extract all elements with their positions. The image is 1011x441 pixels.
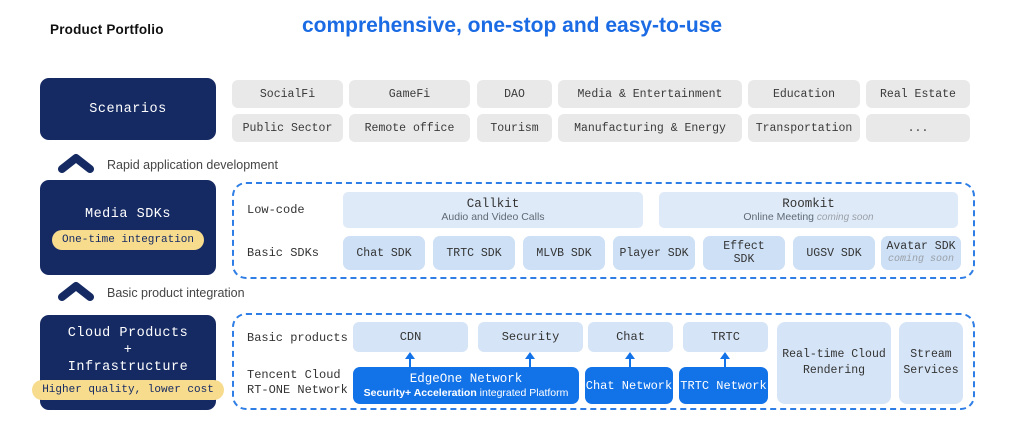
scenarios-label: Scenarios	[89, 101, 167, 117]
sdk-pill-avatar-label: Avatar SDK	[886, 240, 956, 253]
roomkit-box: Roomkit Online Meeting coming soon	[659, 192, 958, 228]
arrow-up-icon	[524, 352, 536, 367]
roomkit-title: Roomkit	[782, 196, 835, 211]
sdk-pill-effect-label: Effect SDK	[723, 240, 765, 266]
basic-products-row-label: Basic products	[247, 331, 348, 345]
callkit-subtitle: Audio and Video Calls	[441, 211, 545, 223]
media-sdks-category-box: Media SDKs One-time integration	[40, 180, 216, 275]
scenario-pill-gamefi: GameFi	[349, 80, 470, 108]
sdk-pill-player: Player SDK	[613, 236, 695, 270]
edgeone-subtitle: Security+ Acceleration integrated Platfo…	[364, 387, 569, 400]
cloud-products-panel	[232, 313, 975, 410]
sdk-pill-mlvb: MLVB SDK	[523, 236, 605, 270]
media-sdks-panel	[232, 182, 975, 279]
cloud-label-line3: Infrastructure	[67, 360, 189, 375]
scenario-pill-socialfi: SocialFi	[232, 80, 343, 108]
callkit-title: Callkit	[466, 197, 520, 211]
sdk-pill-trtc: TRTC SDK	[433, 236, 515, 270]
scenario-pill-education: Education	[748, 80, 860, 108]
scenarios-category-box: Scenarios	[40, 78, 216, 140]
sdk-pill-avatar: Avatar SDK coming soon	[881, 236, 961, 270]
rtone-label-line1: Tencent Cloud	[247, 368, 341, 382]
edgeone-title: EdgeOne Network	[409, 371, 523, 386]
edgeone-subtitle-bold: Security+ Acceleration	[363, 386, 477, 399]
stream-line1: Stream	[910, 348, 952, 361]
product-pill-security: Security	[478, 322, 583, 352]
cloud-label-line2: +	[123, 343, 133, 358]
arrow-up-icon	[719, 352, 731, 367]
edgeone-network-box: EdgeOne Network Security+ Acceleration i…	[353, 367, 579, 404]
chat-network-box: Chat Network	[585, 367, 673, 404]
sdk-pill-ugsv: UGSV SDK	[793, 236, 875, 270]
scenario-pill-transportation: Transportation	[748, 114, 860, 142]
roomkit-coming-soon: coming soon	[816, 211, 874, 223]
scenario-pill-public-sector: Public Sector	[232, 114, 343, 142]
scenario-pill-more: ...	[866, 114, 970, 142]
roomkit-subtitle: Online Meeting coming soon	[743, 211, 873, 224]
sdk-pill-chat: Chat SDK	[343, 236, 425, 270]
scenario-pill-real-estate: Real Estate	[866, 80, 970, 108]
cloud-badge: Higher quality, lower cost	[32, 380, 224, 400]
roomkit-subtitle-text: Online Meeting	[743, 210, 814, 223]
scenario-pill-media-entertainment: Media & Entertainment	[558, 80, 742, 108]
connector-label-basic: Basic product integration	[107, 286, 245, 300]
headline: comprehensive, one-stop and easy-to-use	[301, 14, 723, 37]
stream-services-box: Stream Services	[899, 322, 963, 404]
chevron-up-icon	[58, 154, 94, 173]
media-sdks-label: Media SDKs	[84, 206, 171, 222]
cloud-products-category-box: Cloud Products + Infrastructure Higher q…	[32, 315, 224, 410]
scenario-pill-dao: DAO	[477, 80, 552, 108]
sdk-pill-avatar-coming-soon: coming soon	[887, 254, 954, 265]
arrow-up-icon	[404, 352, 416, 367]
arrow-up-icon	[624, 352, 636, 367]
trtc-network-box: TRTC Network	[679, 367, 768, 404]
callkit-box: Callkit Audio and Video Calls	[343, 192, 643, 228]
cloud-label-line1: Cloud Products	[67, 326, 189, 341]
media-sdks-badge: One-time integration	[51, 229, 205, 250]
rendering-line2: Rendering	[802, 364, 866, 377]
low-code-row-label: Low-code	[247, 203, 305, 217]
scenario-pill-tourism: Tourism	[477, 114, 552, 142]
stream-line2: Services	[903, 364, 959, 377]
chevron-up-icon	[58, 282, 94, 301]
basic-sdks-row-label: Basic SDKs	[247, 246, 320, 260]
realtime-cloud-rendering-box: Real-time Cloud Rendering	[777, 322, 891, 404]
scenario-pill-manufacturing-energy: Manufacturing & Energy	[558, 114, 742, 142]
scenario-pill-remote-office: Remote office	[349, 114, 470, 142]
connector-label-rapid: Rapid application development	[107, 158, 278, 172]
product-pill-trtc: TRTC	[683, 322, 768, 352]
rtone-label-line2: RT-ONE Network	[247, 383, 348, 397]
rendering-line1: Real-time Cloud	[782, 348, 886, 361]
page-title: Product Portfolio	[50, 22, 164, 37]
sdk-pill-effect: Effect SDK	[703, 236, 785, 270]
product-pill-chat: Chat	[588, 322, 673, 352]
rtone-network-row-label: Tencent Cloud RT-ONE Network	[247, 368, 348, 398]
edgeone-subtitle-rest: integrated Platform	[476, 386, 569, 399]
product-pill-cdn: CDN	[353, 322, 468, 352]
